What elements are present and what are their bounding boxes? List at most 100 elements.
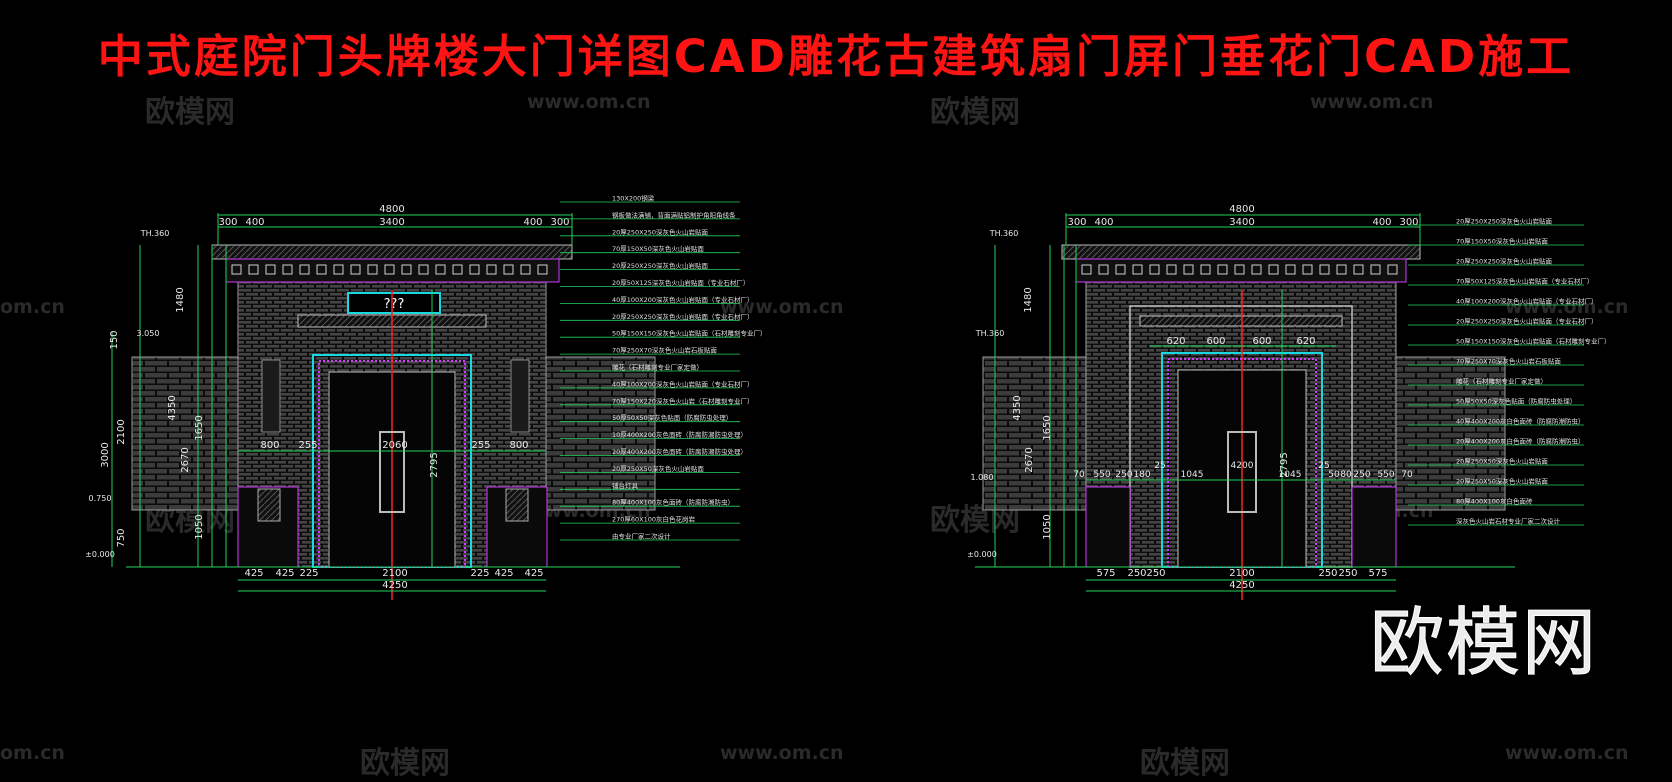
left-vert-0: 150 [109,330,120,349]
right-dim-bottom-5: 250 [1338,568,1357,579]
dentil-block [435,264,446,275]
left-level-mid: 3.050 [137,329,160,338]
dentil-block [503,264,514,275]
right-dim-bottom-0: 575 [1096,568,1115,579]
right-dim-upper-0: 300 [1067,217,1086,228]
left-height-0: 1480 [175,287,186,312]
left-height-4: 1050 [194,514,205,539]
dentil-block [316,264,327,275]
dentil-block [1353,264,1364,275]
left-dentil-band [225,258,560,283]
right-dim-mid-1: 550 [1093,470,1110,480]
annotation-note: 20厚50X125深灰色火山岩贴面（专业石材厂） [612,278,749,287]
dentil-block [1387,264,1398,275]
right-dim-mid-0: 70 [1073,470,1085,480]
left-dim-lines [111,213,573,592]
right-dim-mid-9: 50 [1328,470,1340,480]
dentil-block [384,264,395,275]
dentil-block [469,264,480,275]
left-level-low: 0.750 [89,494,112,503]
right-dim-bottom-2: 250 [1146,568,1165,579]
right-height-4: 1050 [1042,514,1053,539]
right-dim-mid-5: 1045 [1181,470,1204,480]
right-dim-mid-11: 250 [1353,470,1370,480]
dentil-block [350,264,361,275]
left-level-top: TH.360 [140,229,170,238]
right-elevation: 4800 300 400 3400 400 300 620 600 600 62… [967,204,1611,600]
right-plinth-l [1085,486,1131,568]
dentil-block [1115,264,1126,275]
dentil-block [1319,264,1330,275]
right-dim-upper-4: 300 [1399,217,1418,228]
left-dim-bottom-5: 425 [494,568,513,579]
left-dim-mid-1: 255 [298,440,317,451]
right-dim-upper-3: 400 [1372,217,1391,228]
left-level-ground: ±0.000 [85,550,115,559]
right-roof-band [1061,244,1421,260]
annotation-note: 70厚150X50深灰色火山岩贴面 [1456,237,1548,246]
annotation-note: 20厚400X200灰白色面砖（防腐防潮防虫） [1456,437,1585,446]
annotation-note: 20厚250X50深灰色火山岩贴面 [1456,477,1548,486]
left-dim-overall: 4800 [379,204,404,215]
annotation-note: 20厚250X250深灰色火山岩贴面 [612,227,709,236]
left-side-wall-l [131,356,241,511]
annotation-note: 70厚150X220深灰色火山岩（石材雕刻专业厂） [612,396,754,405]
left-dim-bottom-1: 425 [275,568,294,579]
left-vert-1: 2100 [116,419,127,444]
dentil-block [1081,264,1092,275]
right-height-0: 1480 [1023,287,1034,312]
annotation-note: 40厚400X200灰白色面砖（防腐防潮防虫） [1456,417,1585,426]
annotation-note: 50厚50X50深灰色贴面（防腐防虫处理） [612,413,732,422]
left-dentils [231,264,548,275]
left-window-l [261,359,281,433]
left-door-handle [379,431,405,513]
dentil-block [248,264,259,275]
annotation-note: 20厚250X250深灰色火山岩贴面 [612,261,709,270]
right-dim-mid-2: 250 [1115,470,1132,480]
right-dim-mid-10: 80 [1340,470,1352,480]
annotation-note: 钢板做法满铺，背面满贴铝制护角阳角线条 [612,210,736,219]
annotation-note: 20厚250X250深灰色火山岩贴面 [1456,257,1553,266]
right-dim-inner-3: 620 [1296,336,1315,347]
right-dim-mid-8: 25 [1318,461,1329,471]
annotation-note: 20厚400X200灰色面砖（防腐防潮防虫处理） [612,447,747,456]
annotation-note: 270厚60X100灰白色花岗岩 [612,515,696,524]
dentil-block [1183,264,1194,275]
right-level-mid: TH.360 [975,329,1005,338]
annotation-note: 70厚250X70深灰色火山岩石板贴面 [1456,357,1561,366]
right-dim-mid-6: 4200 [1231,461,1254,471]
annotation-note: 50厚150X150深灰色火山岩贴面（石材雕刻专业厂） [1456,337,1611,346]
annotation-note: 20厚250X250深灰色火山岩贴面（专业石材厂） [1456,317,1598,326]
annotation-note: 40厚100X200深灰色火山岩贴面（专业石材厂） [612,295,754,304]
brand-logo: 欧模网 [1370,600,1598,687]
right-dim-bottom-total: 4250 [1229,580,1254,591]
dentil-block [1098,264,1109,275]
annotation-note: 20厚250X250深灰色火山岩贴面（专业石材厂） [612,312,754,321]
annotation-note: 40厚100X200深灰色火山岩贴面（专业石材厂） [1456,297,1598,306]
dentil-block [1166,264,1177,275]
left-dim-mid-4: 800 [509,440,528,451]
right-dim-lines [994,213,1421,592]
annotation-note: 深灰色火山岩石材专业厂家二次设计 [1456,517,1561,526]
left-height-3: 1650 [194,415,205,440]
dentil-block [401,264,412,275]
left-vert-2: 3000 [100,442,111,467]
annotation-note: 20厚250X50深灰色火山岩贴面 [1456,457,1548,466]
dentil-block [1132,264,1143,275]
right-dim-bottom-3: 2100 [1229,568,1254,579]
dentil-block [367,264,378,275]
left-dim-upper-4: 300 [550,217,569,228]
left-dim-bottom-6: 425 [524,568,543,579]
annotation-note: 50厚150X150深灰色火山岩贴面（石材雕刻专业厂） [612,329,767,338]
left-height-1: 4350 [167,395,178,420]
right-side-wall-r [1394,356,1506,511]
right-height-1: 4350 [1012,395,1023,420]
dentil-block [265,264,276,275]
left-dim-bottom-total: 4250 [382,580,407,591]
right-height-2: 2670 [1024,447,1035,472]
right-dim-mid-7: 1045 [1279,470,1302,480]
left-door-leaf-l [328,371,393,568]
right-dim-upper-2: 3400 [1229,217,1254,228]
annotation-note: 由专业厂家二次设计 [612,532,671,541]
right-dim-mid-13: 70 [1401,470,1413,480]
